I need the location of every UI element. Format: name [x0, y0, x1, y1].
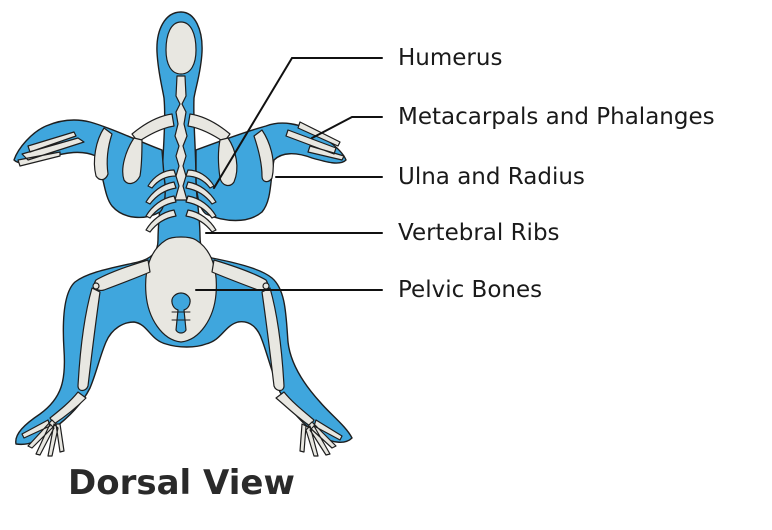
skull: [166, 22, 196, 74]
figure-title: Dorsal View: [68, 466, 295, 500]
metacarpals-label: Metacarpals and Phalanges: [398, 106, 715, 129]
ulna-radius-label: Ulna and Radius: [398, 166, 585, 189]
pelvic-bones-label: Pelvic Bones: [398, 279, 542, 302]
vertebral-ribs-label: Vertebral Ribs: [398, 222, 560, 245]
humerus-label: Humerus: [398, 47, 502, 70]
